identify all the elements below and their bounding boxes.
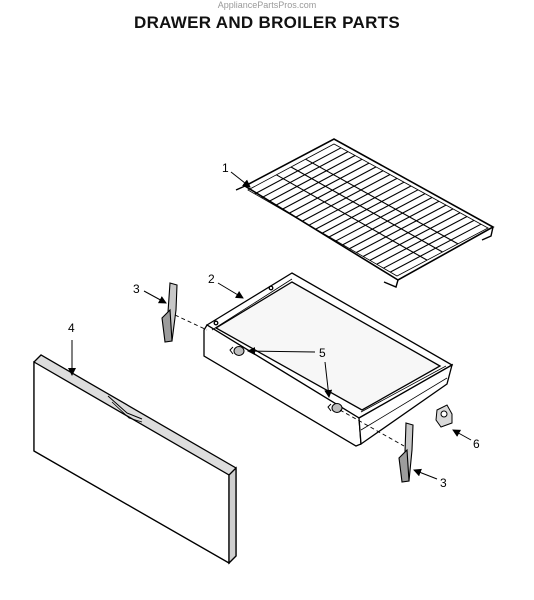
callout-6: 6 xyxy=(473,437,480,451)
assembly-guide-lines xyxy=(174,314,405,447)
drawer-front-panel[interactable] xyxy=(33,354,237,565)
callout-3-right: 3 xyxy=(440,476,447,490)
page-title: DRAWER AND BROILER PARTS xyxy=(134,13,400,32)
callout-4: 4 xyxy=(68,321,75,335)
oven-rack[interactable] xyxy=(235,138,495,288)
screw-upper[interactable] xyxy=(229,346,245,356)
callout-2: 2 xyxy=(208,272,215,286)
screw-lower[interactable] xyxy=(327,403,343,413)
callout-1: 1 xyxy=(222,161,229,175)
watermark: AppliancePartsPros.com xyxy=(217,0,317,10)
drawer-glide-left[interactable] xyxy=(161,282,178,343)
clip-bracket[interactable] xyxy=(435,404,453,428)
callout-3-left: 3 xyxy=(133,282,140,296)
broiler-pan[interactable] xyxy=(203,272,454,447)
drawer-glide-right[interactable] xyxy=(398,422,414,483)
callout-5: 5 xyxy=(319,346,326,360)
leader-lines xyxy=(68,171,472,480)
